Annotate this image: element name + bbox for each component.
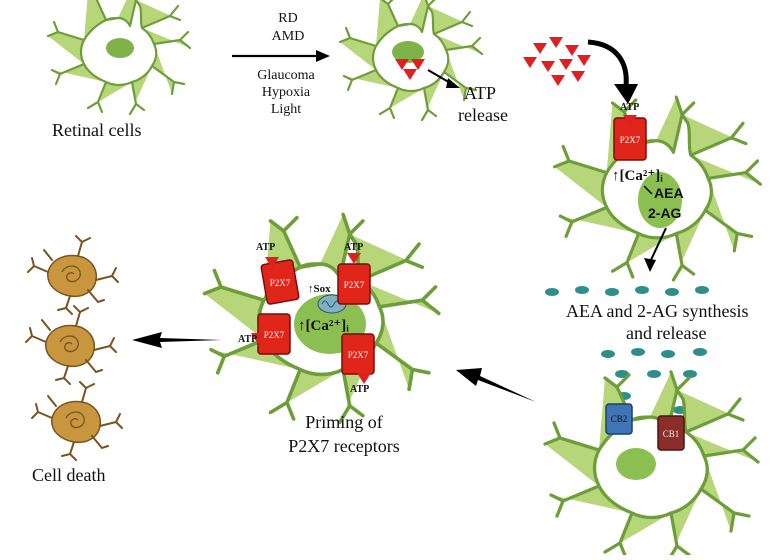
dead-cell-3 bbox=[31, 381, 123, 461]
activated-cell bbox=[552, 95, 762, 282]
synthesis-label-1: AEA and 2-AG synthesis bbox=[566, 301, 749, 321]
stressed-cell bbox=[338, 0, 484, 122]
atp-molecules bbox=[523, 37, 591, 86]
atp-label-p4: ATP bbox=[350, 384, 369, 395]
svg-text:P2X7: P2X7 bbox=[348, 350, 369, 360]
synthesis-arrow bbox=[644, 227, 667, 272]
svg-text:P2X7: P2X7 bbox=[620, 135, 641, 145]
dead-cell-1 bbox=[27, 235, 119, 315]
retinal-cell bbox=[46, 0, 192, 116]
synthesis-label-2: and release bbox=[626, 323, 706, 343]
p2x7-receptor-p3: P2X7 bbox=[257, 313, 291, 355]
svg-text:P2X7: P2X7 bbox=[270, 278, 291, 288]
svg-text:CB1: CB1 bbox=[663, 429, 680, 439]
atp-release-label-2: release bbox=[458, 105, 508, 125]
atp-top-label: ATP bbox=[620, 102, 639, 113]
atp-release-label-1: ATP bbox=[464, 83, 496, 103]
priming-label-1: Priming of bbox=[305, 412, 383, 432]
svg-text:P2X7: P2X7 bbox=[344, 280, 365, 290]
svg-text:P2X7: P2X7 bbox=[264, 330, 285, 340]
signal-arrow bbox=[643, 185, 653, 195]
cell-death-label: Cell death bbox=[32, 465, 105, 485]
atp-label-p2: ATP bbox=[344, 242, 363, 253]
cause-glaucoma: Glaucoma bbox=[257, 68, 315, 83]
cause-rd: RD bbox=[278, 11, 297, 26]
two-ag-label: 2-AG bbox=[648, 205, 682, 221]
cb1-receptor: CB1 bbox=[657, 415, 685, 451]
stress-arrow bbox=[232, 50, 330, 62]
cause-hypoxia: Hypoxia bbox=[262, 85, 311, 100]
calcium-top-label: ↑[Ca²⁺]ᵢ bbox=[612, 168, 663, 184]
cb2-receptor: CB2 bbox=[605, 403, 633, 435]
retinal-cells-label: Retinal cells bbox=[52, 120, 141, 140]
curved-arrow bbox=[587, 39, 638, 104]
p2x7-receptor-p2: P2X7 bbox=[337, 263, 371, 305]
svg-text:CB2: CB2 bbox=[611, 414, 628, 424]
priming-label-2: P2X7 receptors bbox=[288, 436, 399, 456]
p2x7-receptor-p4: P2X7 bbox=[341, 333, 375, 375]
atp-release-arrow bbox=[427, 69, 460, 88]
aea-label: AEA bbox=[654, 185, 684, 201]
cause-light: Light bbox=[271, 102, 301, 117]
cb-receptor-cell bbox=[543, 370, 760, 560]
atp-label-p1: ATP bbox=[256, 242, 275, 253]
atp-label-p3: ATP bbox=[238, 334, 257, 345]
dead-cell-2 bbox=[25, 305, 117, 385]
cause-amd: AMD bbox=[272, 29, 305, 44]
priming-arrow bbox=[456, 368, 536, 402]
calcium-priming-label: ↑[Ca²⁺]ᵢ bbox=[298, 318, 349, 334]
p2x7-receptor-p1: P2X7 bbox=[260, 259, 300, 305]
sox-label: ↑Sox bbox=[308, 283, 331, 295]
death-arrow bbox=[132, 332, 222, 348]
